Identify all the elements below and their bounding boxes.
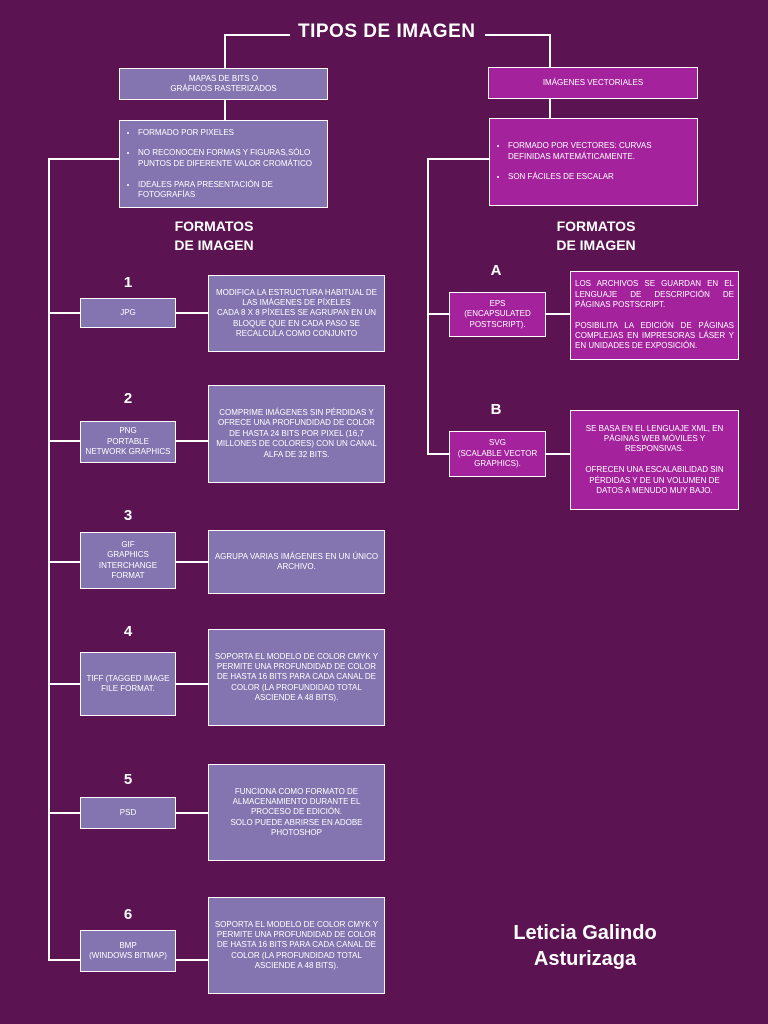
- connector: [175, 959, 209, 961]
- list-item: FORMADO POR VECTORES: CURVAS DEFINIDAS M…: [508, 141, 689, 162]
- format-letter: A: [490, 262, 502, 279]
- format-description-box: AGRUPA VARIAS IMÁGENES EN UN ÚNICO ARCHI…: [208, 530, 385, 594]
- format-number: 6: [123, 906, 133, 923]
- connector: [48, 312, 81, 314]
- connector: [175, 440, 209, 442]
- format-name-box: JPG: [80, 298, 176, 328]
- format-description-box: COMPRIME IMÁGENES SIN PÉRDIDAS Y OFRECE …: [208, 385, 385, 483]
- author-name: Leticia Galindo Asturizaga: [513, 922, 657, 970]
- connector: [549, 99, 551, 119]
- connector: [175, 812, 209, 814]
- format-letter: B: [490, 401, 502, 418]
- connector: [427, 158, 490, 160]
- connector: [48, 440, 81, 442]
- connector: [48, 561, 81, 563]
- format-description-box: MODIFICA LA ESTRUCTURA HABITUAL DE LAS I…: [208, 275, 385, 352]
- list-item: NO RECONOCEN FORMAS Y FIGURAS,SÓLO PUNTO…: [138, 148, 319, 169]
- connector: [549, 34, 551, 69]
- connector: [427, 158, 429, 455]
- connector: [545, 453, 571, 455]
- format-number: 4: [123, 623, 133, 640]
- connector: [224, 34, 290, 36]
- list-item: IDEALES PARA PRESENTACIÓN DE FOTOGRAFÍAS: [138, 180, 319, 201]
- format-description-box: SOPORTA EL MODELO DE COLOR CMYK Y PERMIT…: [208, 897, 385, 994]
- format-name-box: SVG (SCALABLE VECTOR GRAPHICS).: [449, 431, 546, 477]
- connector: [175, 561, 209, 563]
- format-name-box: PNG PORTABLE NETWORK GRAPHICS: [80, 421, 176, 463]
- connector: [48, 812, 81, 814]
- format-description-box: SOPORTA EL MODELO DE COLOR CMYK Y PERMIT…: [208, 629, 385, 726]
- vector-bullets-box: FORMADO POR VECTORES: CURVAS DEFINIDAS M…: [489, 118, 698, 206]
- format-name-box: TIFF (TAGGED IMAGE FILE FORMAT.: [80, 652, 176, 716]
- connector: [48, 158, 50, 961]
- diagram-title: TIPOS DE IMAGEN: [298, 21, 476, 42]
- format-number: 2: [123, 390, 133, 407]
- format-name-box: BMP (WINDOWS BITMAP): [80, 930, 176, 972]
- format-description-box: SE BASA EN EL LENGUAJE XML, EN PÁGINAS W…: [570, 410, 739, 510]
- raster-bullet-list: FORMADO POR PIXELES NO RECONOCEN FORMAS …: [128, 117, 319, 211]
- connector: [48, 683, 81, 685]
- vector-formats-heading: FORMATOS DE IMAGEN: [556, 218, 636, 253]
- list-item: SON FÁCILES DE ESCALAR: [508, 172, 689, 182]
- connector: [545, 313, 571, 315]
- format-name-box: EPS (ENCAPSULATED POSTSCRIPT).: [449, 292, 546, 337]
- format-description-box: FUNCIONA COMO FORMATO DE ALMACENAMIENTO …: [208, 764, 385, 861]
- format-number: 5: [123, 771, 133, 788]
- connector: [224, 99, 226, 120]
- format-name-box: GIF GRAPHICS INTERCHANGE FORMAT: [80, 532, 176, 589]
- connector: [427, 313, 449, 315]
- vector-bullet-list: FORMADO POR VECTORES: CURVAS DEFINIDAS M…: [498, 131, 689, 193]
- vector-category-box: IMÁGENES VECTORIALES: [488, 67, 698, 99]
- raster-formats-heading: FORMATOS DE IMAGEN: [174, 218, 254, 253]
- connector: [485, 34, 551, 36]
- format-number: 1: [123, 274, 133, 291]
- connector: [175, 683, 209, 685]
- connector: [224, 34, 226, 69]
- format-name-box: PSD: [80, 797, 176, 829]
- connector: [427, 453, 449, 455]
- format-number: 3: [123, 507, 133, 524]
- connector: [48, 959, 81, 961]
- format-description-box: LOS ARCHIVOS SE GUARDAN EN EL LENGUAJE D…: [570, 271, 739, 360]
- connector: [48, 158, 120, 160]
- connector: [175, 312, 209, 314]
- list-item: FORMADO POR PIXELES: [138, 128, 319, 138]
- raster-category-box: MAPAS DE BITS O GRÁFICOS RASTERIZADOS: [119, 68, 328, 100]
- raster-bullets-box: FORMADO POR PIXELES NO RECONOCEN FORMAS …: [119, 120, 328, 208]
